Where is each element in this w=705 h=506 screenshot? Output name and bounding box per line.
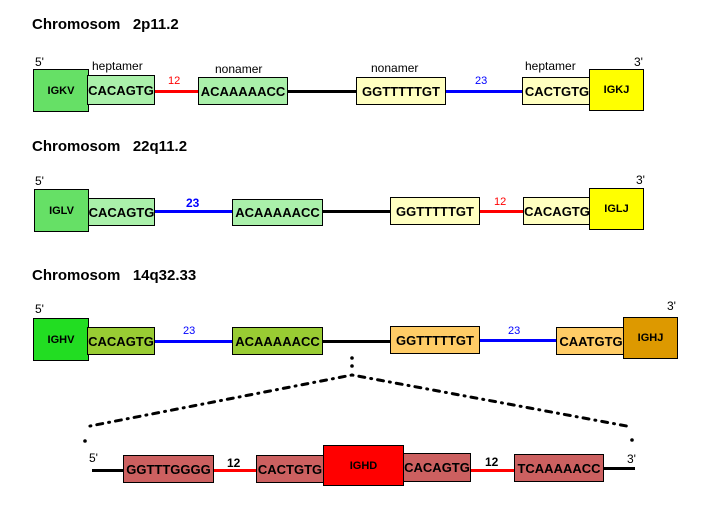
heptamer-label: heptamer — [525, 59, 576, 73]
spacer-12-line — [479, 210, 524, 213]
heptamer-box: CACTGTG — [256, 455, 324, 483]
dot — [350, 364, 354, 368]
spacer-length: 12 — [227, 456, 241, 470]
spacer-length: 23 — [475, 75, 488, 87]
spacer-23-line — [155, 340, 233, 343]
spacer-length: 12 — [485, 455, 499, 469]
spacer-length: 12 — [494, 196, 507, 208]
v-gene-segment: IGKV — [33, 69, 89, 112]
dot — [630, 438, 634, 442]
heptamer-box: CACAGTG — [403, 453, 471, 482]
spacer-23-line — [479, 339, 557, 342]
heptamer-box: CACAGTG — [523, 197, 591, 225]
spacer-length: 23 — [186, 196, 200, 210]
three-prime-label: 3' — [636, 173, 645, 187]
nonamer-box: ACAAAAACC — [198, 77, 288, 105]
spacer-12-line — [155, 90, 200, 93]
five-prime-label: 5' — [35, 174, 44, 188]
spacer-length: 23 — [183, 325, 196, 337]
intergenic-line — [322, 210, 392, 213]
intergenic-line — [322, 340, 392, 343]
flank-line — [603, 467, 635, 470]
nonamer-box: GGTTTTTGT — [390, 197, 480, 225]
spacer-23-line — [445, 90, 523, 93]
j-gene-segment: IGHJ — [623, 317, 678, 359]
nonamer-label: nonamer — [371, 61, 419, 75]
heptamer-box: CACAGTG — [87, 327, 155, 355]
heptamer-box: CACTGTG — [522, 77, 592, 105]
dotted-line-left — [83, 373, 354, 429]
heptamer-box: CACAGTG — [88, 198, 155, 226]
nonamer-box: GGTTTGGGG — [123, 455, 214, 483]
nonamer-box: GGTTTTTGT — [356, 77, 446, 105]
heptamer-box: CACAGTG — [87, 75, 155, 105]
nonamer-box: GGTTTTTGT — [390, 326, 480, 354]
heptamer-box: CAATGTG — [556, 327, 626, 355]
chromosome-title: Chromosom 14q32.33 — [32, 267, 197, 284]
chromosome-title: Chromosom 22q11.2 — [32, 138, 188, 155]
flank-line — [92, 469, 125, 472]
chromosome-title: Chromosom 2p11.2 — [32, 16, 179, 33]
spacer-12-line — [213, 469, 257, 472]
heptamer-label: heptamer — [92, 59, 143, 73]
spacer-23-line — [155, 210, 233, 213]
three-prime-label: 3' — [634, 55, 643, 69]
j-gene-segment: IGKJ — [589, 69, 644, 111]
d-gene-segment: IGHD — [323, 445, 404, 486]
three-prime-label: 3' — [627, 452, 636, 466]
dot — [350, 356, 354, 360]
v-gene-segment: IGLV — [34, 189, 89, 232]
five-prime-label: 5' — [35, 302, 44, 316]
spacer-length: 12 — [168, 75, 181, 87]
j-gene-segment: IGLJ — [589, 188, 644, 230]
dot — [83, 439, 87, 443]
intergenic-line — [288, 90, 358, 93]
nonamer-label: nonamer — [215, 62, 263, 76]
five-prime-label: 5' — [35, 55, 44, 69]
nonamer-box: ACAAAAACC — [232, 327, 323, 355]
three-prime-label: 3' — [667, 299, 676, 313]
nonamer-box: ACAAAAACC — [232, 199, 323, 226]
dotted-line-right — [350, 373, 634, 429]
v-gene-segment: IGHV — [33, 318, 89, 361]
nonamer-box: TCAAAAACC — [514, 454, 604, 482]
five-prime-label: 5' — [89, 451, 98, 465]
spacer-12-line — [470, 469, 516, 472]
spacer-length: 23 — [508, 325, 521, 337]
